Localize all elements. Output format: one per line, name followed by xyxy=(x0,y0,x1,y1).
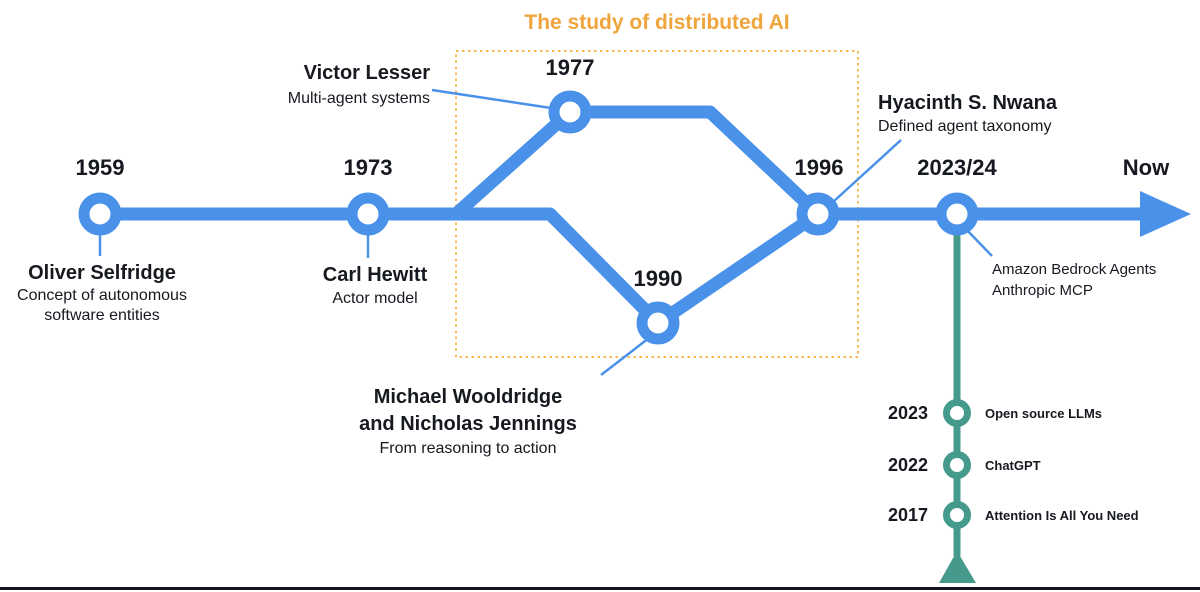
event-desc-modern-line1: Amazon Bedrock Agents xyxy=(992,261,1157,278)
main-timeline-lower-route xyxy=(100,207,822,330)
event-name-selfridge: Oliver Selfridge xyxy=(28,262,176,284)
bottom-border xyxy=(0,587,1200,590)
branch-year-2023: 2023 xyxy=(887,403,928,423)
branch-node-2017 xyxy=(943,501,971,529)
branch-year-2022: 2022 xyxy=(887,455,928,475)
leader-wooldridge xyxy=(600,337,650,376)
event-name-hewitt: Carl Hewitt xyxy=(322,264,428,286)
branch-label-2022: ChatGPT xyxy=(985,458,1041,473)
main-timeline-upper-route xyxy=(451,105,823,219)
event-name-wooldridge: Michael Wooldridge and Nicholas Jennings xyxy=(359,386,577,435)
event-desc-selfridge: Concept of autonomous software entities xyxy=(17,287,187,324)
branch-label-2017: Attention Is All You Need xyxy=(985,508,1139,523)
event-name-nwana: Hyacinth S. Nwana xyxy=(878,92,1057,114)
node-1959 xyxy=(78,192,122,236)
node-1977 xyxy=(548,90,592,134)
event-desc-nwana: Defined agent taxonomy xyxy=(878,118,1052,135)
year-1959: 1959 xyxy=(75,155,125,180)
node-1973 xyxy=(346,192,390,236)
event-name-lesser: Victor Lesser xyxy=(303,62,430,84)
branch-year-2017: 2017 xyxy=(887,505,928,525)
branch-node-2022 xyxy=(943,451,971,479)
node-1990 xyxy=(636,301,680,345)
node-1996 xyxy=(796,192,840,236)
year-2023-24: 2023/24 xyxy=(917,155,997,180)
year-1996: 1996 xyxy=(794,155,844,180)
event-desc-wooldridge: From reasoning to action xyxy=(379,440,557,457)
year-1990: 1990 xyxy=(633,266,683,291)
year-1977: 1977 xyxy=(545,55,595,80)
node-2023-24 xyxy=(935,192,979,236)
event-desc-modern-line2: Anthropic MCP xyxy=(992,282,1093,299)
branch-label-2023: Open source LLMs xyxy=(985,406,1103,421)
event-desc-lesser: Multi-agent systems xyxy=(287,90,430,107)
year-1973: 1973 xyxy=(343,155,393,180)
branch-node-2023 xyxy=(943,399,971,427)
leader-nwana xyxy=(832,139,902,203)
leader-lesser xyxy=(431,88,552,110)
branch-timeline-end-arrow xyxy=(939,551,976,583)
event-desc-hewitt: Actor model xyxy=(332,290,418,307)
now-label: Now xyxy=(1122,155,1170,180)
diagram-title: The study of distributed AI xyxy=(524,11,790,34)
now-arrowhead xyxy=(1140,191,1191,237)
